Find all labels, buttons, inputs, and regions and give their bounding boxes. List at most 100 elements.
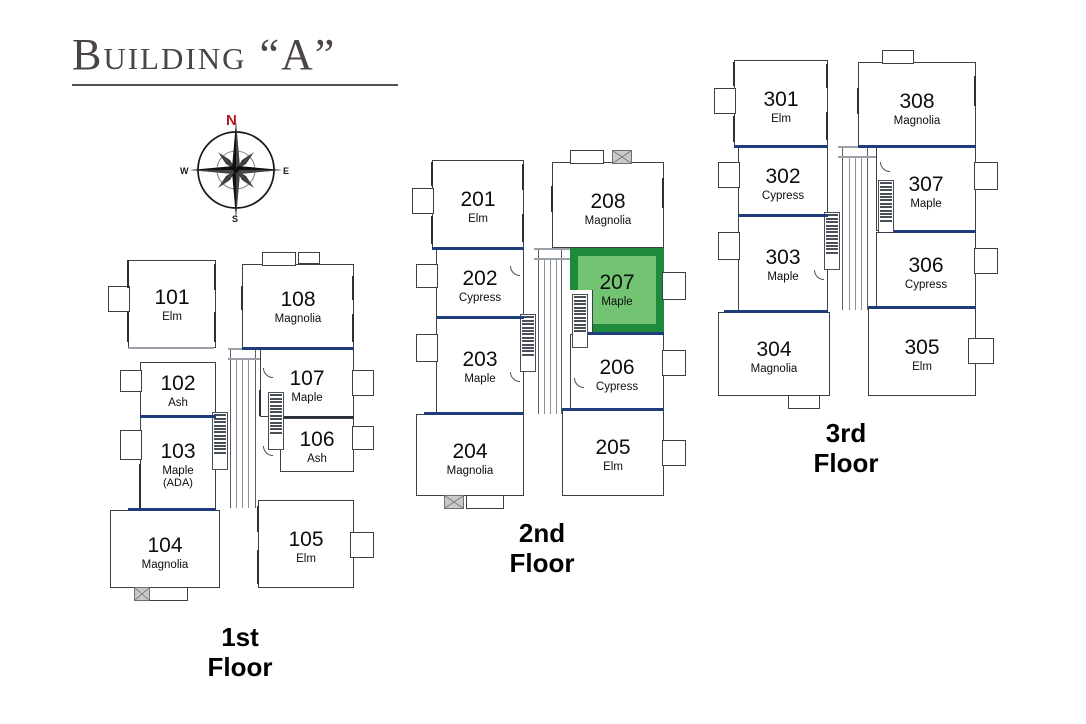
stairwell xyxy=(212,412,228,470)
unit-number: 104 xyxy=(147,534,183,557)
unit-block-306[interactable]: 306 Cypress xyxy=(876,232,976,308)
party-wall-divider xyxy=(432,247,524,250)
unit-block-201[interactable]: 201 Elm xyxy=(432,160,524,248)
unit-block-103[interactable]: 103 Maple (ADA) xyxy=(140,416,216,510)
unit-name: Ash xyxy=(307,452,327,465)
compass-north-label: N xyxy=(226,112,237,129)
unit-block-305[interactable]: 305 Elm xyxy=(868,308,976,396)
unit-number: 101 xyxy=(154,286,190,309)
wall-segment xyxy=(214,312,216,342)
entry-stoop-icon xyxy=(134,587,150,601)
wall-segment xyxy=(139,464,141,508)
party-wall-divider xyxy=(562,408,664,411)
wall-segment xyxy=(280,416,354,418)
unit-block-304[interactable]: 304 Magnolia xyxy=(718,312,830,396)
unit-name: Magnolia xyxy=(893,114,941,127)
corridor-line xyxy=(556,260,557,414)
unit-name: Ash xyxy=(168,396,188,409)
stairwell xyxy=(268,392,284,450)
corridor-line xyxy=(236,360,237,508)
unit-name: Cypress xyxy=(761,189,805,202)
unit-block-204[interactable]: 204 Magnolia xyxy=(416,414,524,496)
balcony-306 xyxy=(974,248,998,274)
compass-rose: N W E S xyxy=(180,112,292,226)
wall-segment xyxy=(228,358,274,360)
unit-block-301[interactable]: 301 Elm xyxy=(734,60,828,146)
unit-name: Cypress xyxy=(904,278,948,291)
balcony-107 xyxy=(352,370,374,396)
party-wall-divider xyxy=(588,332,664,335)
wall-segment xyxy=(214,264,216,290)
unit-number: 105 xyxy=(288,528,324,551)
entry-stoop-icon xyxy=(444,495,464,509)
unit-name: Elm xyxy=(468,212,488,225)
unit-number: 302 xyxy=(765,165,801,188)
corridor-line xyxy=(550,260,551,414)
unit-block-205[interactable]: 205 Elm xyxy=(562,410,664,496)
unit-number: 204 xyxy=(452,440,488,463)
wall-segment xyxy=(733,62,735,86)
unit-block-302[interactable]: 302 Cypress xyxy=(738,147,828,215)
title-divider xyxy=(72,84,398,87)
unit-number: 303 xyxy=(765,246,801,269)
party-wall-divider xyxy=(424,412,524,415)
balcony-105 xyxy=(350,532,374,558)
unit-number: 108 xyxy=(280,288,316,311)
unit-block-102[interactable]: 102 Ash xyxy=(140,362,216,416)
party-wall-divider xyxy=(734,145,828,148)
wall-segment xyxy=(534,248,582,250)
entry-208 xyxy=(570,150,604,164)
wall-segment xyxy=(551,186,553,212)
entry-108-b xyxy=(298,252,320,264)
unit-number: 201 xyxy=(460,188,496,211)
party-wall-divider xyxy=(868,306,976,309)
wall-segment xyxy=(662,178,664,208)
page-title: Building “A” xyxy=(72,30,337,79)
unit-name: Cypress xyxy=(595,380,639,393)
wall-segment xyxy=(431,216,433,244)
party-wall-divider xyxy=(436,316,524,319)
unit-name: Magnolia xyxy=(750,362,798,375)
unit-block-101[interactable]: 101 Elm xyxy=(128,260,216,348)
unit-block-202[interactable]: 202 Cypress xyxy=(436,249,524,317)
floor-caption-1: 1st Floor xyxy=(207,622,273,683)
unit-block-308[interactable]: 308 Magnolia xyxy=(858,62,976,146)
corridor-line xyxy=(855,158,856,310)
entry-104 xyxy=(148,587,188,601)
unit-number: 202 xyxy=(462,267,498,290)
party-wall-divider xyxy=(140,415,216,418)
stairwell xyxy=(520,314,536,372)
unit-name-suffix: (ADA) xyxy=(163,477,193,490)
unit-name: Elm xyxy=(912,360,932,373)
entry-108 xyxy=(262,252,296,266)
unit-number: 206 xyxy=(599,356,635,379)
wall-segment xyxy=(534,258,582,260)
unit-block-303[interactable]: 303 Maple xyxy=(738,216,828,312)
corridor-line xyxy=(849,158,850,310)
compass-west-label: W xyxy=(180,166,189,176)
wall-segment xyxy=(826,64,828,88)
unit-number: 106 xyxy=(299,428,335,451)
floorplan-2nd-floor: 201 Elm 202 Cypress 203 Maple 204 Magnol… xyxy=(410,150,690,578)
balcony-207 xyxy=(662,272,686,300)
balcony-206 xyxy=(662,350,686,376)
unit-block-108[interactable]: 108 Magnolia xyxy=(242,264,354,348)
unit-name: Maple xyxy=(162,464,194,477)
unit-name: Elm xyxy=(603,460,623,473)
compass-rose-icon xyxy=(190,122,282,218)
unit-block-106[interactable]: 106 Ash xyxy=(280,418,354,472)
floor-caption-3: 3rd Floor xyxy=(813,418,879,479)
unit-block-105[interactable]: 105 Elm xyxy=(258,500,354,588)
unit-block-208[interactable]: 208 Magnolia xyxy=(552,162,664,248)
balcony-201 xyxy=(412,188,434,214)
unit-block-104[interactable]: 104 Magnolia xyxy=(110,510,220,588)
floorplan-1st-floor: 101 Elm 102 Ash 103 Maple (ADA) 104 Magn… xyxy=(100,250,380,682)
unit-number: 107 xyxy=(289,367,325,390)
stairwell xyxy=(572,294,588,348)
unit-name: Magnolia xyxy=(274,312,322,325)
wall-segment xyxy=(857,88,859,114)
floorplan-3rd-floor: 301 Elm 302 Cypress 303 Maple 304 Magnol… xyxy=(714,50,998,478)
party-wall-divider xyxy=(724,310,828,313)
unit-block-203[interactable]: 203 Maple xyxy=(436,318,524,414)
party-wall-divider xyxy=(858,145,976,148)
